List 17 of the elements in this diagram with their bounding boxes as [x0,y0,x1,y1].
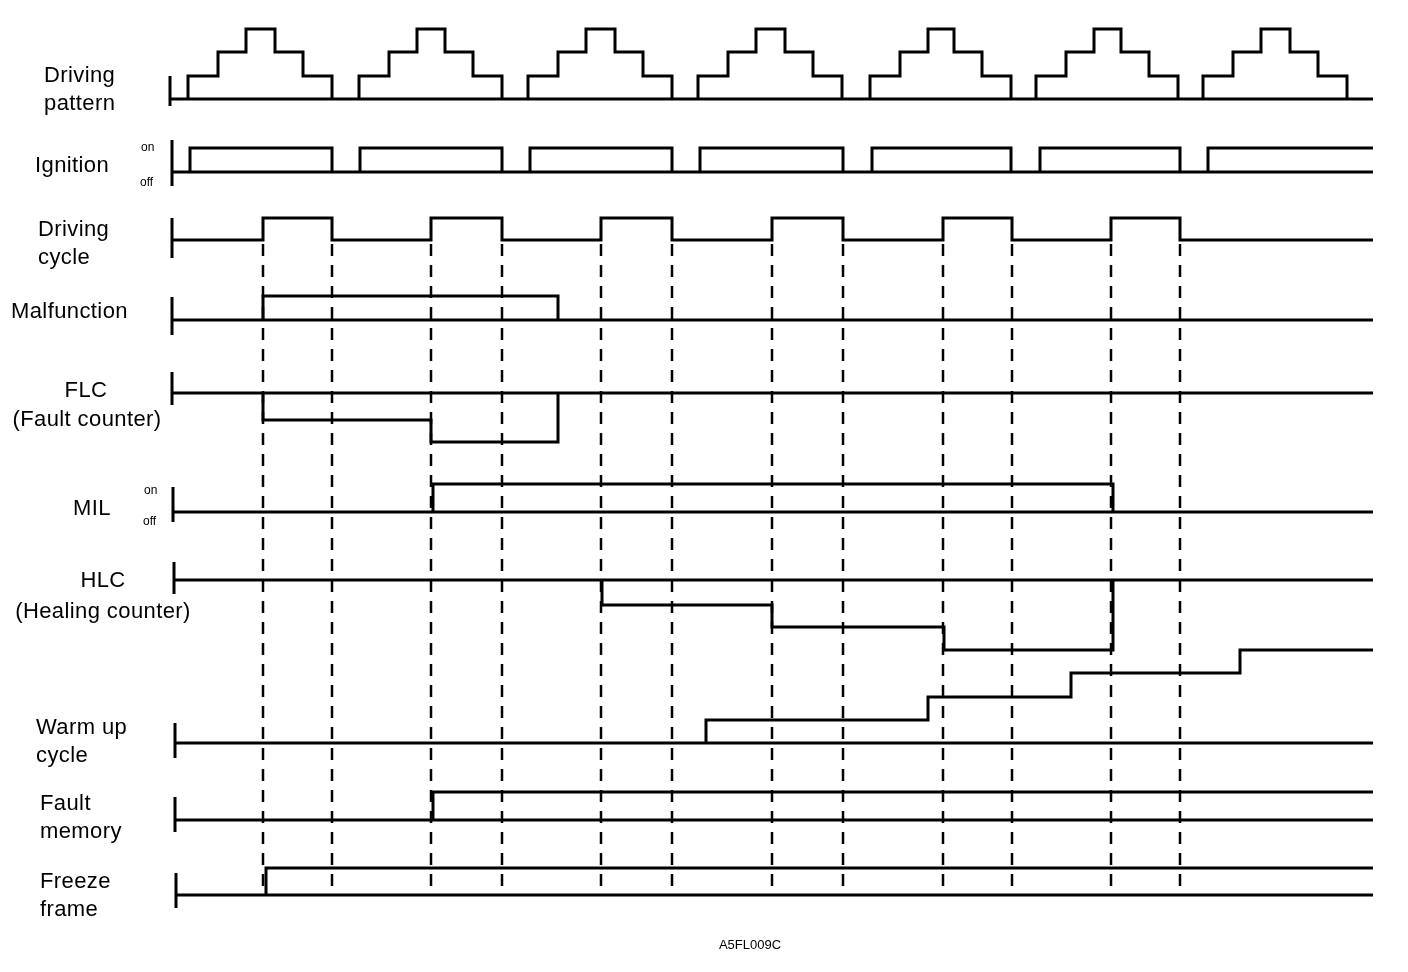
signal-description: (Healing counter) [14,597,192,625]
signal-name: FLC [63,376,109,404]
state-label: on [144,483,158,497]
signal-name: Malfunction [11,297,128,325]
signal-name: Driving cycle [38,215,111,271]
signal-name: MIL [73,494,111,522]
state-label: off [140,175,154,189]
signal-name: Fault memory [40,789,123,845]
signal-name: HLC [79,566,127,594]
signal-description: (Fault counter) [11,405,163,433]
state-label: on [141,140,155,154]
figure-code: A5FL009C [717,937,783,953]
signal-name: Freeze frame [40,867,112,923]
signal-name: Driving pattern [44,61,117,117]
state-label: off [143,514,157,528]
signal-name: Warm up cycle [36,713,129,769]
signal-name: Ignition [35,151,110,179]
